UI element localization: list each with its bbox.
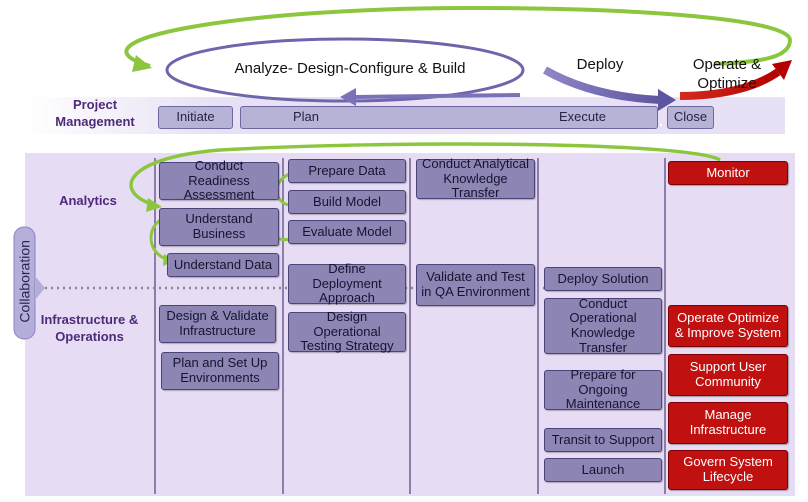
- deploy-arrowhead: [658, 89, 676, 111]
- box-readiness: Conduct Readiness Assessment: [159, 158, 279, 202]
- box-understand-business: Understand Business: [159, 208, 279, 246]
- box-prepare-data: Prepare Data: [288, 159, 406, 183]
- analytics-loop-arrow: [129, 142, 721, 208]
- green-cycle-arrow: [124, 5, 793, 68]
- box-operational-transfer: Conduct Operational Knowledge Transfer: [544, 296, 662, 354]
- box-monitor: Monitor: [668, 161, 788, 185]
- box-validate-test: Validate and Test in QA Environment: [416, 264, 535, 306]
- pm-initiate: Initiate: [158, 106, 233, 129]
- collaboration-label: Collaboration: [16, 240, 33, 323]
- collaboration-pointer: [35, 276, 45, 300]
- column-lines: [154, 158, 666, 494]
- box-analytical-transfer: Conduct Analytical Knowledge Transfer: [416, 156, 535, 200]
- cycle-label-adcb: Analyze- Design-Configure & Build: [234, 60, 466, 77]
- analytics-loop-arrowhead: [146, 198, 162, 212]
- box-design-validate: Design & Validate Infrastructure: [159, 305, 276, 343]
- cycle-label-operate: Operate & Optimize: [692, 56, 762, 92]
- box-deploy-solution: Deploy Solution: [544, 267, 662, 291]
- row-label-project-management: Project Management: [55, 97, 135, 129]
- box-build-model: Build Model: [288, 190, 406, 214]
- box-evaluate-model: Evaluate Model: [288, 220, 406, 244]
- box-prepare-maintenance: Prepare for Ongoing Maintenance: [544, 367, 662, 411]
- pm-close: Close: [667, 106, 714, 129]
- adcb-return-arrow: [354, 93, 521, 99]
- operate-arrowhead: [772, 60, 792, 80]
- box-plan-setup: Plan and Set Up Environments: [161, 352, 279, 390]
- box-launch: Launch: [544, 458, 662, 482]
- adcb-ellipse: [165, 37, 525, 103]
- box-manage-infrastructure: Manage Infrastructure: [668, 402, 788, 444]
- row-label-analytics: Analytics: [59, 193, 117, 208]
- box-define-deployment: Define Deployment Approach: [288, 261, 406, 305]
- adcb-return-arrowhead: [340, 88, 356, 106]
- row-label-infrastructure: Infrastructure & Operations: [40, 312, 139, 344]
- green-cycle-arrowhead: [132, 55, 152, 72]
- box-govern-lifecycle: Govern System Lifecycle: [668, 450, 788, 490]
- box-transit-support: Transit to Support: [544, 428, 662, 452]
- box-support-community: Support User Community: [668, 354, 788, 396]
- pm-plan: Plan: [240, 106, 658, 129]
- box-design-testing: Design Operational Testing Strategy: [288, 309, 406, 353]
- cycle-label-deploy: Deploy: [576, 56, 624, 73]
- box-operate-improve: Operate Optimize & Improve System: [668, 305, 788, 347]
- deploy-arrow: [543, 66, 661, 104]
- pm-execute: Execute: [559, 109, 606, 124]
- operate-arrow: [679, 68, 781, 100]
- box-understand-data: Understand Data: [167, 253, 279, 277]
